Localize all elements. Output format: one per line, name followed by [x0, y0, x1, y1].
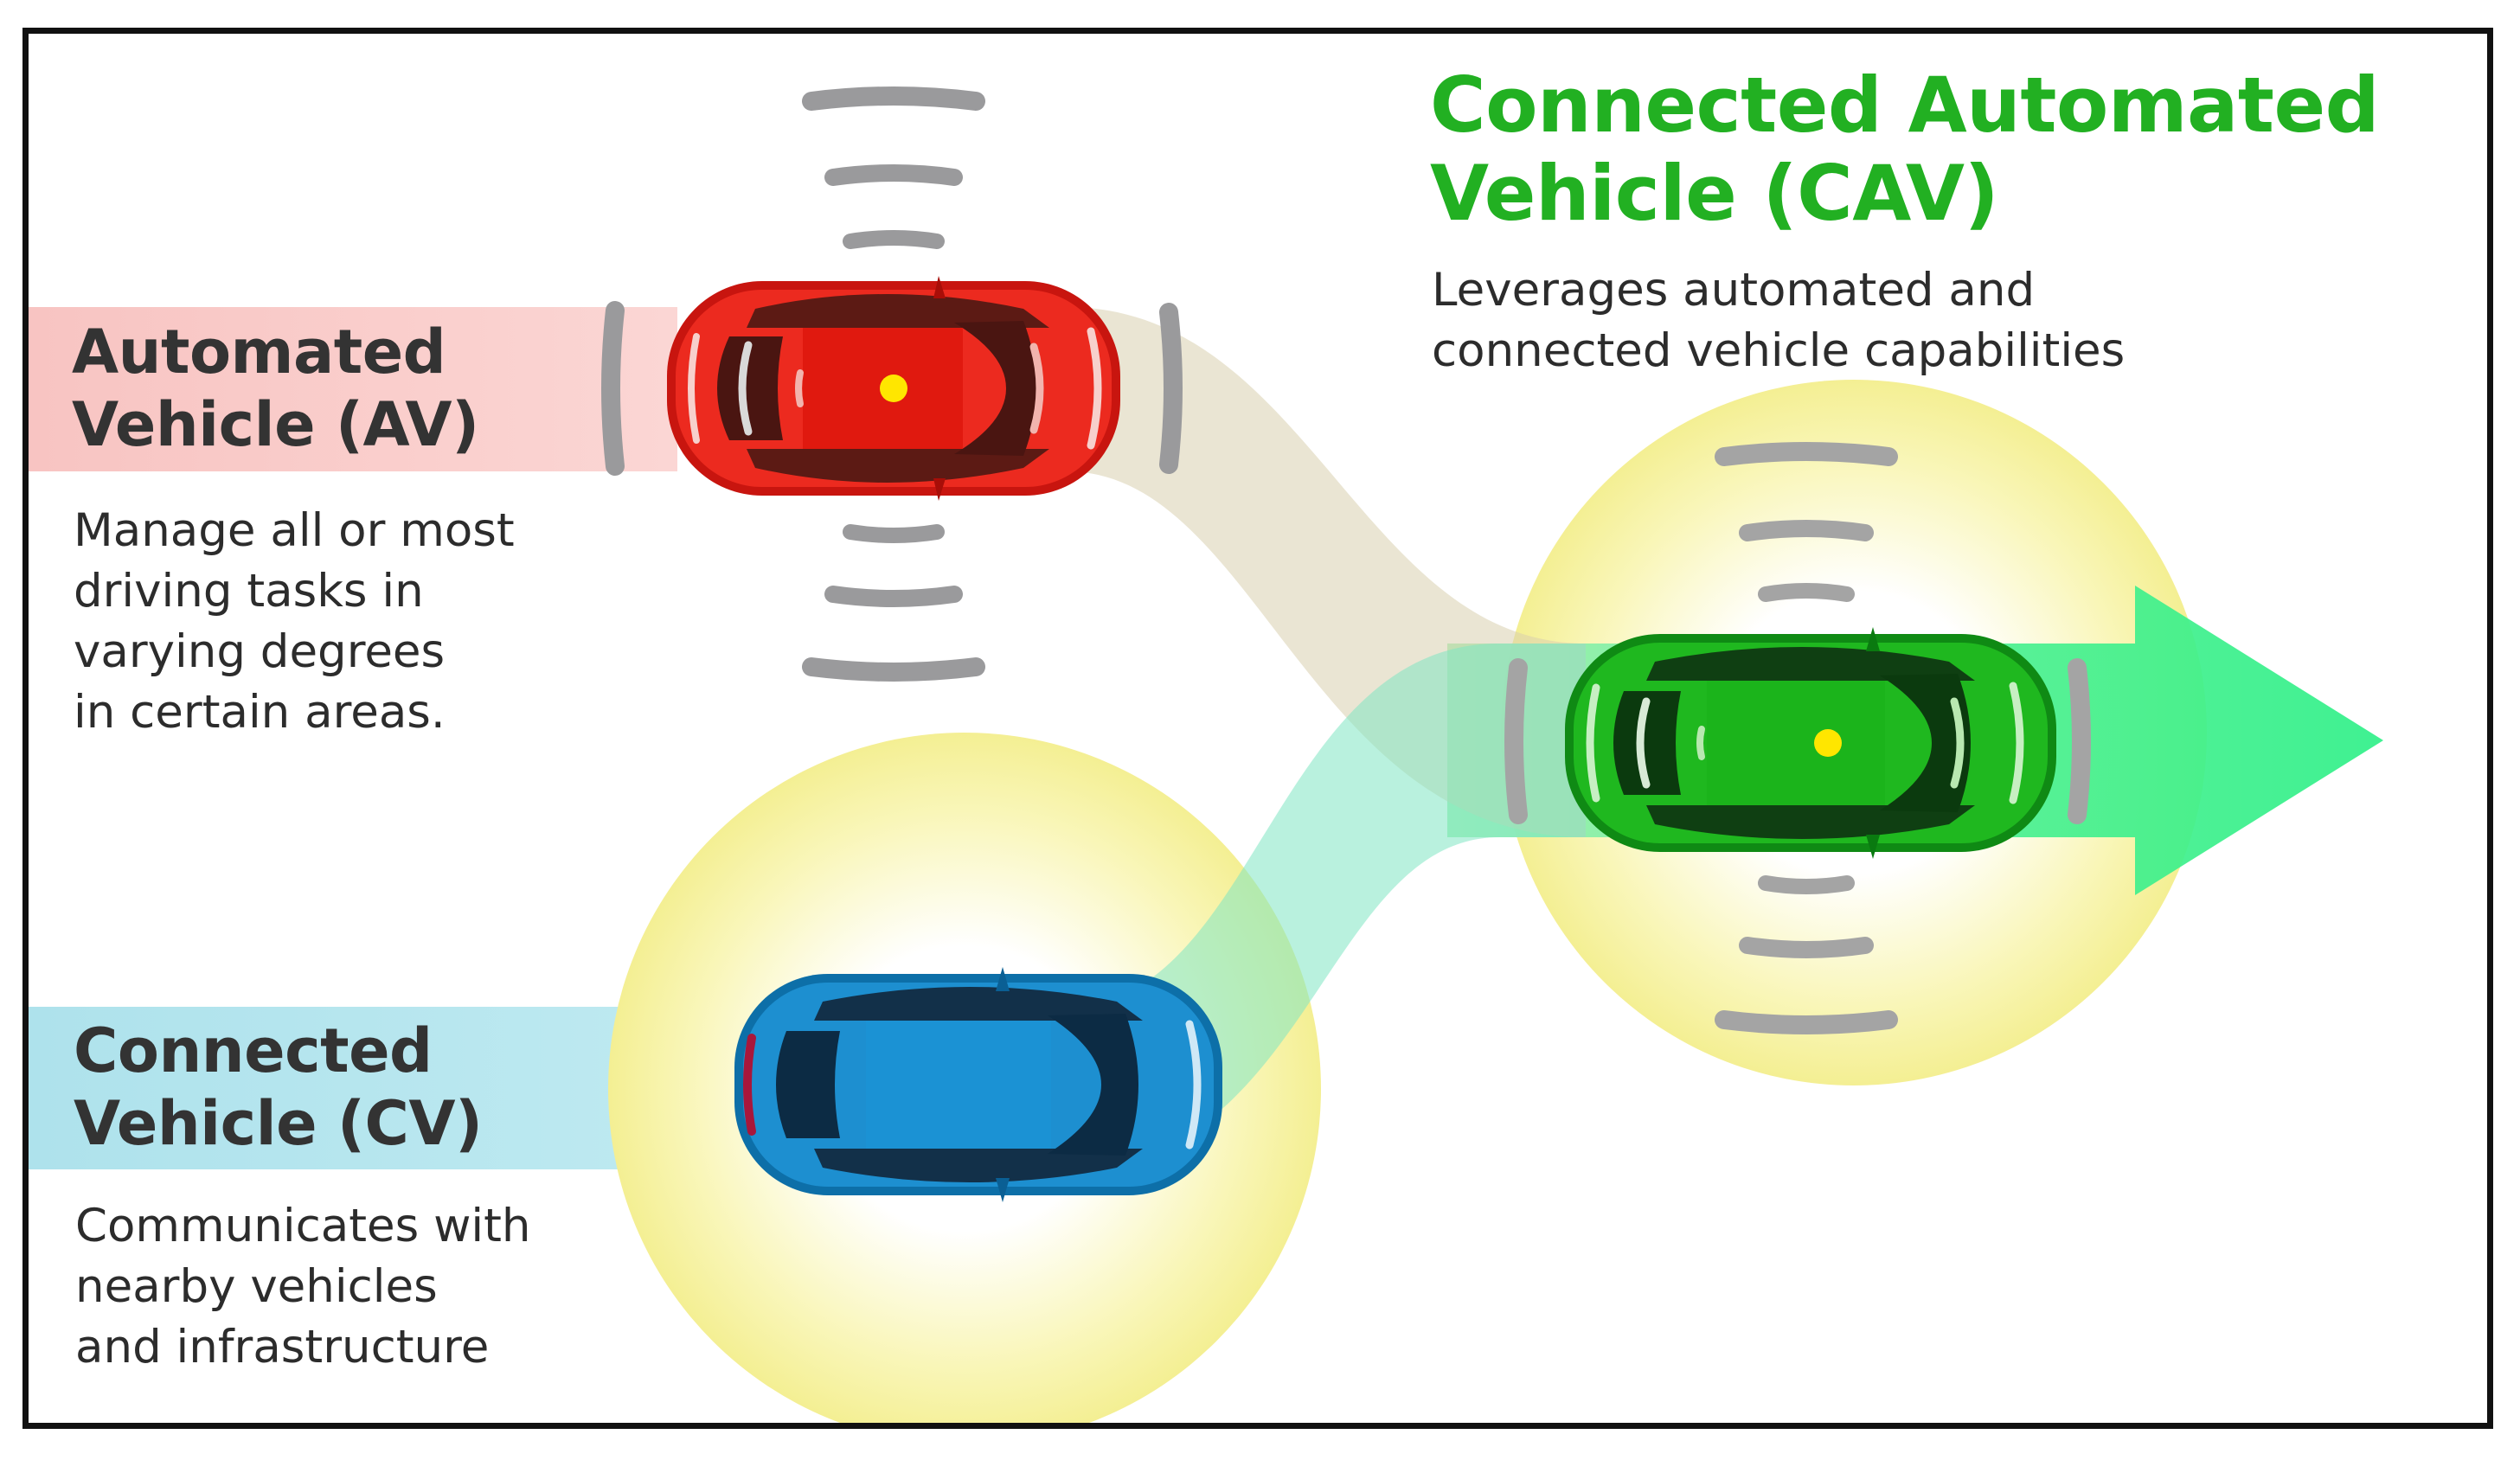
cav-desc-line1: Leverages automated and — [1432, 264, 2036, 317]
av-car — [667, 276, 1120, 501]
av-label-band — [29, 307, 677, 471]
cv-desc-line3: and infrastructure — [75, 1321, 490, 1374]
av-title-line2: Vehicle (AV) — [72, 389, 479, 460]
cav-title: Connected Automated Vehicle (CAV) — [1430, 61, 2380, 238]
cv-label-band — [29, 1007, 721, 1169]
cav-sensor-waves — [1504, 442, 2091, 1034]
av-desc-line1: Manage all or most — [74, 504, 515, 557]
cav-desc-line2: connected vehicle capabilities — [1432, 324, 2126, 377]
av-title: Automated Vehicle (AV) — [72, 316, 479, 461]
av-title-line1: Automated — [72, 317, 446, 387]
cv-title-line1: Connected — [74, 1015, 433, 1086]
diagram-scene — [29, 86, 2383, 1423]
cv-title-line2: Vehicle (CV) — [74, 1088, 483, 1159]
cav-title-line2: Vehicle (CAV) — [1430, 149, 1999, 238]
av-sensor-waves — [601, 86, 1183, 682]
cv-desc-line2: nearby vehicles — [75, 1260, 438, 1313]
cav-title-line1: Connected Automated — [1430, 61, 2380, 150]
av-desc-line2: driving tasks in — [74, 565, 424, 618]
av-description: Manage all or most driving tasks in vary… — [74, 501, 515, 743]
av-desc-line3: varying degrees — [74, 625, 446, 678]
av-desc-line4: in certain areas. — [74, 686, 446, 739]
cv-description: Communicates with nearby vehicles and in… — [75, 1196, 531, 1378]
diagram-frame: Automated Vehicle (AV) Manage all or mos… — [22, 28, 2493, 1429]
cv-desc-line1: Communicates with — [75, 1200, 531, 1252]
cv-car — [734, 967, 1222, 1202]
cv-title: Connected Vehicle (CV) — [74, 1015, 483, 1160]
cav-description: Leverages automated and connected vehicl… — [1432, 260, 2125, 381]
cav-car — [1565, 627, 2056, 859]
